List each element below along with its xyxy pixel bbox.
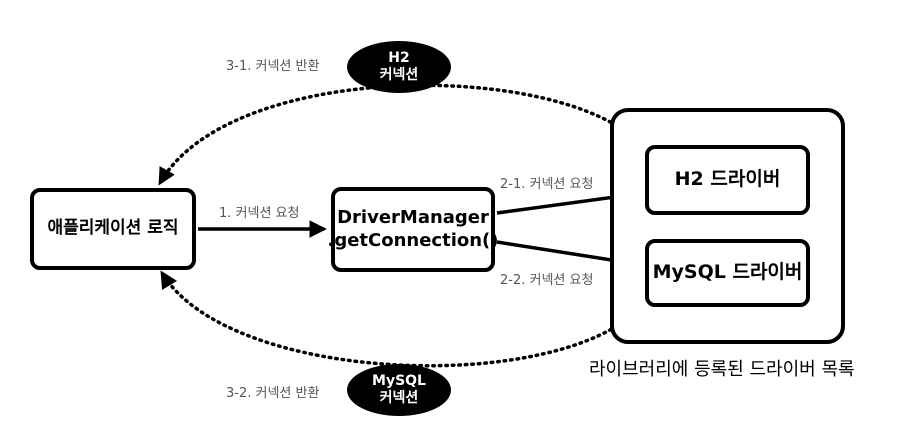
driver-library-caption: 라이브러리에 등록된 드라이버 목록 <box>589 359 855 380</box>
application-logic-box: 애플리케이션 로직 <box>30 188 196 270</box>
get-connection-label: .getConnection() <box>327 229 499 251</box>
mysql-connection-title: MySQL <box>372 373 426 390</box>
mysql-driver-label: MySQL 드라이버 <box>652 261 803 284</box>
arrow-return-h2 <box>158 83 644 186</box>
step-request-h2-label: 2-1. 커넥션 요청 <box>500 177 594 192</box>
step-return-h2-label: 3-1. 커넥션 반환 <box>226 59 320 74</box>
driver-library-box <box>610 108 845 344</box>
application-logic-label: 애플리케이션 로직 <box>47 218 179 239</box>
h2-driver-box: H2 드라이버 <box>645 145 810 215</box>
step-request-mysql-label: 2-2. 커넥션 요청 <box>500 273 594 288</box>
h2-connection-subtitle: 커넥션 <box>379 67 419 83</box>
driver-manager-box: DriverManager .getConnection() <box>327 187 499 272</box>
step-return-mysql-label: 3-2. 커넥션 반환 <box>226 386 320 401</box>
mysql-connection-badge: MySQL 커넥션 <box>347 364 451 416</box>
mysql-driver-box: MySQL 드라이버 <box>645 239 810 307</box>
driver-manager-label: DriverManager <box>337 207 489 228</box>
mysql-connection-subtitle: 커넥션 <box>379 390 419 406</box>
h2-connection-title: H2 <box>388 50 410 67</box>
h2-connection-badge: H2 커넥션 <box>347 41 451 93</box>
step-request-label: 1. 커넥션 요청 <box>219 206 300 221</box>
h2-driver-label: H2 드라이버 <box>674 168 781 191</box>
